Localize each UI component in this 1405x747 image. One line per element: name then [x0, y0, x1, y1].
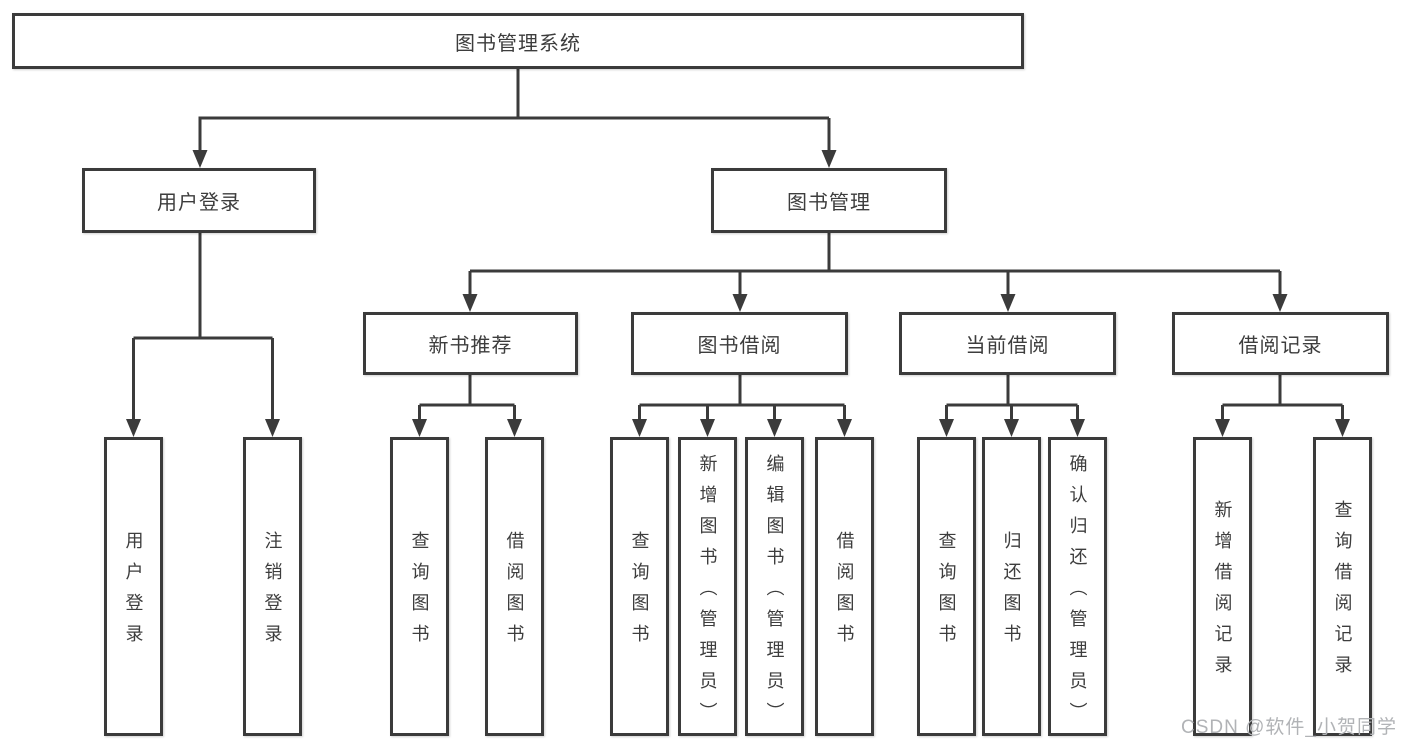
connector-user-login-to-leaves — [126, 233, 280, 437]
connector-book-borrowing-to-leaves — [632, 375, 852, 437]
leaf-add-book-admin-label: 新增图书（管理员） — [697, 453, 718, 733]
connector-new-book-recommend-to-leaves — [412, 375, 522, 437]
leaf-edit-book-admin-label: 编辑图书（管理员） — [764, 453, 785, 733]
arrowhead-icon — [700, 419, 715, 437]
leaf-query-books-current: 查询图书 — [917, 437, 976, 736]
leaf-edit-book-admin: 编辑图书（管理员） — [745, 437, 804, 736]
leaf-query-books-recommend: 查询图书 — [390, 437, 449, 736]
leaf-logout-label: 注销登录 — [262, 531, 283, 655]
leaf-query-borrow-record: 查询借阅记录 — [1313, 437, 1372, 736]
node-book-management-label: 图书管理 — [787, 192, 871, 214]
arrowhead-icon — [1004, 419, 1019, 437]
leaf-logout: 注销登录 — [243, 437, 302, 736]
node-root-label: 图书管理系统 — [455, 32, 581, 55]
arrowhead-icon — [1070, 419, 1085, 437]
arrowhead-icon — [265, 419, 280, 437]
node-root: 图书管理系统 — [12, 13, 1024, 69]
leaf-user-login: 用户登录 — [104, 437, 163, 736]
arrowhead-icon — [1215, 419, 1230, 437]
leaf-confirm-return-admin: 确认归还（管理员） — [1048, 437, 1107, 736]
watermark: CSDN @软件_小贺同学 — [1181, 717, 1397, 738]
arrowhead-icon — [1272, 294, 1288, 312]
arrowhead-icon — [837, 419, 852, 437]
arrowhead-icon — [462, 294, 478, 312]
leaf-borrow-books-recommend-label: 借阅图书 — [504, 531, 525, 655]
node-user-login: 用户登录 — [82, 168, 316, 233]
connector-root-to-level2 — [192, 69, 837, 168]
leaf-query-books-current-label: 查询图书 — [936, 531, 957, 655]
node-current-borrowing-label: 当前借阅 — [965, 335, 1050, 357]
node-book-borrowing-label: 图书借阅 — [697, 335, 782, 357]
leaf-user-login-label: 用户登录 — [123, 531, 144, 655]
leaf-query-books-borrowing-label: 查询图书 — [629, 531, 650, 655]
node-new-book-recommend-label: 新书推荐 — [428, 335, 513, 357]
connector-current-borrowing-to-leaves — [939, 375, 1085, 437]
node-book-management: 图书管理 — [711, 168, 947, 233]
arrowhead-icon — [126, 419, 141, 437]
leaf-borrow-books-recommend: 借阅图书 — [485, 437, 544, 736]
arrowhead-icon — [507, 419, 522, 437]
leaf-add-borrow-record-label: 新增借阅记录 — [1212, 500, 1233, 686]
connector-book-management-to-level3 — [462, 233, 1288, 312]
arrowhead-icon — [732, 294, 748, 312]
node-current-borrowing: 当前借阅 — [899, 312, 1116, 375]
arrowhead-icon — [632, 419, 647, 437]
arrowhead-icon — [939, 419, 954, 437]
arrowhead-icon — [1000, 294, 1016, 312]
node-book-borrowing: 图书借阅 — [631, 312, 848, 375]
leaf-query-books-borrowing: 查询图书 — [610, 437, 669, 736]
connector-borrow-records-to-leaves — [1215, 375, 1350, 437]
node-user-login-label: 用户登录 — [157, 192, 241, 214]
arrowhead-icon — [192, 150, 208, 168]
leaf-borrow-books-label: 借阅图书 — [834, 531, 855, 655]
leaf-borrow-books: 借阅图书 — [815, 437, 874, 736]
arrowhead-icon — [1335, 419, 1350, 437]
leaf-confirm-return-admin-label: 确认归还（管理员） — [1067, 453, 1088, 733]
leaf-add-book-admin: 新增图书（管理员） — [678, 437, 737, 736]
leaf-return-books: 归还图书 — [982, 437, 1041, 736]
node-borrow-records-label: 借阅记录 — [1238, 335, 1323, 357]
leaf-return-books-label: 归还图书 — [1001, 531, 1022, 655]
node-borrow-records: 借阅记录 — [1172, 312, 1389, 375]
arrowhead-icon — [412, 419, 427, 437]
leaf-query-books-recommend-label: 查询图书 — [409, 531, 430, 655]
leaf-query-borrow-record-label: 查询借阅记录 — [1332, 500, 1353, 686]
arrowhead-icon — [821, 150, 837, 168]
leaf-add-borrow-record: 新增借阅记录 — [1193, 437, 1252, 736]
arrowhead-icon — [767, 419, 782, 437]
node-new-book-recommend: 新书推荐 — [363, 312, 578, 375]
